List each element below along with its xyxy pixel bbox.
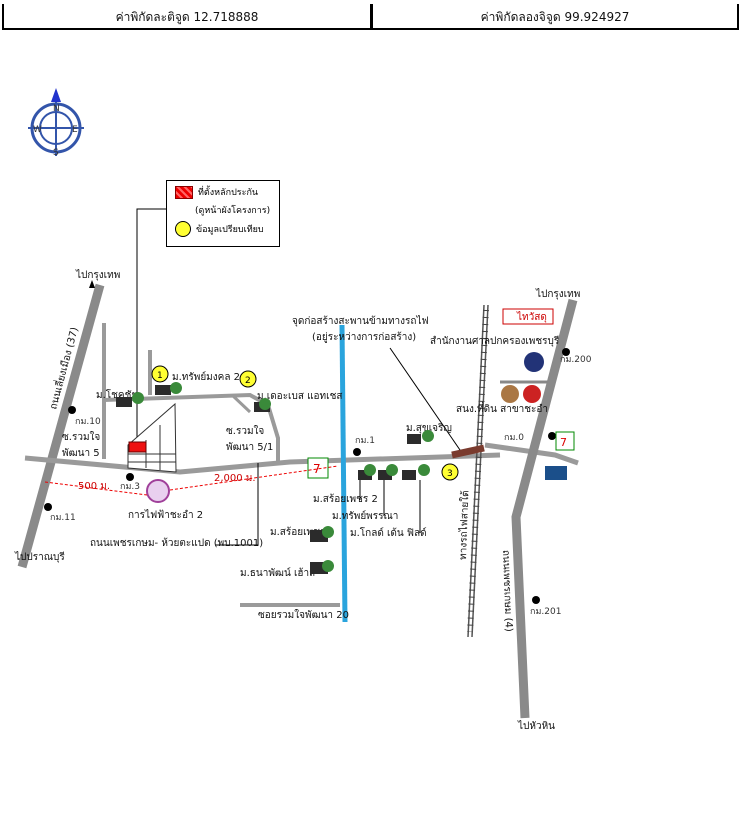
legend-comp-label: ข้อมูลเปรียบเทียบ	[196, 225, 264, 235]
svg-text:7: 7	[313, 462, 321, 476]
km200: กม.200	[560, 355, 592, 365]
road-4-label: ถนนเพชรเกษม (4)	[500, 550, 514, 632]
village-sukcharoen: ม.สุขเจริญ	[406, 423, 452, 434]
compass-w: W	[33, 125, 42, 135]
km1: กม.1	[355, 436, 375, 446]
court-label: สำนักงานศาลปกครองเพชรบุรี	[430, 335, 560, 347]
svg-text:1: 1	[157, 371, 163, 381]
to-pranburi: ไปปราณบุรี	[14, 551, 65, 563]
tesco-icon	[545, 466, 567, 480]
village-sappanna: ม.ทรัพย์พรรณา	[332, 510, 398, 522]
latitude-label: ค่าพิกัดละติจูด 12.718888	[115, 10, 259, 24]
thaiwatsadu: ไทวัสดุ	[516, 311, 547, 323]
village-thanaphat: ม.ธนาพัฒน์ เฮ้าส์	[240, 567, 315, 579]
village-golden: ม.โกลด์ เด้น ฟิลด์	[350, 526, 427, 539]
village-soiphet2: ม.สร้อยเพชร 2	[313, 493, 378, 505]
village-sapmongkol: ม.ทรัพย์มงคล 2	[172, 371, 240, 383]
road-37	[17, 283, 105, 569]
compass-s: S	[53, 148, 59, 158]
subject-site	[127, 402, 177, 473]
coordinate-bar: ค่าพิกัดละติจูด 12.718888 ค่าพิกัดลองจิจ…	[0, 4, 741, 32]
compass-icon: N S E W	[28, 88, 84, 158]
canal	[339, 324, 348, 623]
comparison-marker-1: 1	[151, 365, 169, 383]
km3: กม.3	[120, 482, 140, 492]
soi-ruamjai-51: ซ.รวมใจ	[226, 425, 264, 437]
km11: กม.11	[50, 513, 76, 523]
soi-pattana5: พัฒนา 5	[62, 448, 100, 459]
pea-icon	[146, 479, 170, 503]
to-bangkok-left: ไปกรุงเทพ	[75, 269, 120, 281]
site-swatch-icon	[175, 185, 193, 199]
soi20-label: ซอยรวมใจพัฒนา 20	[258, 609, 349, 621]
soi-pattana51: พัฒนา 5/1	[226, 442, 273, 453]
longitude-cell: ค่าพิกัดลองจิจูด 99.924927	[371, 4, 739, 30]
km10: กม.10	[75, 417, 101, 427]
road-pk1001	[24, 452, 501, 475]
svg-text:2: 2	[245, 376, 251, 386]
bridge-label: จุดก่อสร้างสะพานข้ามทางรถไฟ	[292, 315, 429, 327]
legend-site-row: ที่ตั้งหลักประกัน	[175, 185, 258, 199]
compass-e: E	[72, 125, 78, 135]
dist-500: 500 ม.	[78, 481, 110, 492]
village-delabay: ม.เดอะเบส แอทเชส	[257, 391, 342, 402]
soi-ruamjai-5: ซ.รวมใจ	[62, 431, 100, 443]
longitude-label: ค่าพิกัดลองจิจูด 99.924927	[480, 10, 630, 24]
comparison-marker-3: 3	[441, 463, 459, 481]
pea-label: การไฟฟ้าชะอำ 2	[128, 509, 203, 521]
land-office: สนง.ที่ดิน สาขาชะอำ	[456, 401, 548, 415]
legend-site-sub: (ดูหน้าผังโครงการ)	[195, 206, 271, 216]
km201: กม.201	[530, 607, 561, 617]
map-legend: ที่ตั้งหลักประกัน (ดูหน้าผังโครงการ) ข้อ…	[166, 180, 280, 247]
road-4	[511, 298, 578, 719]
road-pk-label: ถนนเพชรเกษม- ห้วยตะแปด (พบ.1001)	[90, 537, 263, 549]
court-icon	[524, 352, 544, 372]
legend-comp-row: ข้อมูลเปรียบเทียบ	[175, 221, 264, 237]
to-bangkok-right: ไปกรุงเทพ	[535, 288, 580, 300]
comparison-swatch-icon	[175, 221, 191, 237]
legend-pointer	[136, 208, 166, 440]
seven-eleven-icon	[555, 431, 575, 451]
to-huahin: ไปหัวหิน	[517, 720, 555, 732]
svg-text:3: 3	[447, 469, 453, 479]
compass-n: N	[53, 104, 60, 114]
comparison-marker-2: 2	[239, 370, 257, 388]
rail-label: ทางรถไฟสายใต้	[457, 490, 471, 560]
svg-text:7: 7	[560, 436, 567, 449]
legend-site-label: ที่ตั้งหลักประกัน	[198, 188, 259, 198]
dist-2000: 2,000 ม.	[214, 473, 256, 484]
km0: กม.0	[504, 433, 524, 443]
bridge-site	[451, 444, 485, 459]
legend-site-sub-row: (ดูหน้าผังโครงการ)	[195, 203, 270, 217]
bridge-sub: (อยู่ระหว่างการก่อสร้าง)	[312, 331, 416, 343]
seven-eleven-center-icon	[307, 457, 329, 479]
